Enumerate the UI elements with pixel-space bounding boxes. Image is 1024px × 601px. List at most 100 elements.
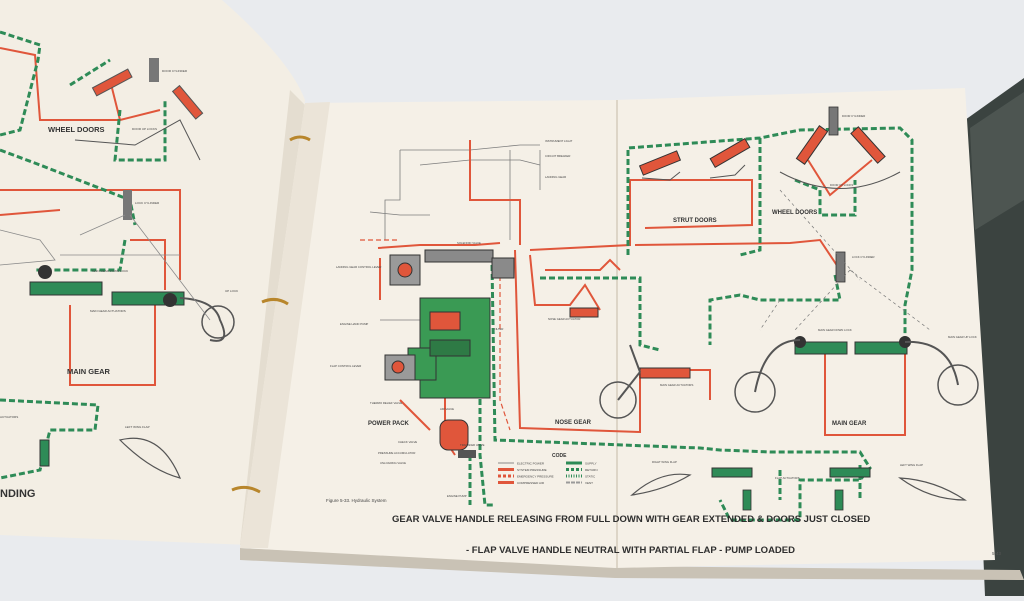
caption-line-1: GEAR VALVE HANDLE RELEASING FROM FULL DO… xyxy=(392,514,870,525)
emergency-pressure-lines xyxy=(360,239,511,431)
left-label-actuators: ACTUATORS xyxy=(0,415,18,419)
caption-line-2: - FLAP VALVE HANDLE NEUTRAL WITH PARTIAL… xyxy=(466,545,795,556)
main-gear-lock-cylinder xyxy=(835,251,846,283)
flap-actuator-shape xyxy=(39,439,50,467)
label-strut-doors: STRUT DOORS xyxy=(673,218,717,224)
left-label-main-gear-actuators: MAIN GEAR ACTUATORS xyxy=(90,309,126,313)
gear-strut xyxy=(179,297,226,342)
left-wing-flap-shape xyxy=(898,477,967,501)
strut-door-cylinder-left xyxy=(638,150,682,176)
flap-valve-housing xyxy=(384,354,416,381)
label-engine-hand-pump: ENGINE HAND PUMP xyxy=(340,322,368,326)
left-label-wheel-doors: WHEEL DOORS xyxy=(48,125,105,134)
left-label-up-lock: UP LOCK xyxy=(225,289,238,293)
label-engine-pump: ENGINE PUMP xyxy=(447,494,467,498)
nose-strut xyxy=(617,344,641,401)
main-gear-actuator-right xyxy=(854,341,908,355)
main-wheel-right xyxy=(937,364,979,406)
left-page xyxy=(0,0,305,545)
left-wing-flap-shape xyxy=(118,437,182,479)
label-circuit-breaker: CIRCUIT BREAKER xyxy=(545,154,570,158)
pressure-accumulator-shape xyxy=(439,419,469,451)
gear-valve-rotor xyxy=(397,262,413,278)
code-legend-entries: ELECTRIC POWER SYSTEM PRESSURE EMERGENCY P… xyxy=(498,461,598,485)
lock-cylinder-shape xyxy=(123,190,132,220)
right-main-gear-assembly xyxy=(734,189,979,413)
label-door-up-locks: DOOR UP LOCKS xyxy=(830,183,853,187)
legend-label: SYSTEM PRESSURE xyxy=(517,468,547,472)
left-door-cylinders xyxy=(91,58,204,220)
component-labels: DOOR CYLINDER DOOR UP LOCKS LOCK CYLINDE… xyxy=(330,114,977,498)
left-electric-lines xyxy=(0,214,211,321)
door-cylinder-shape xyxy=(171,84,204,120)
code-legend-title: CODE xyxy=(552,453,567,459)
return-lines xyxy=(468,126,914,522)
page-edge-stack xyxy=(240,548,1024,580)
label-landing-gear-control-lever: LANDING GEAR CONTROL LEVER xyxy=(336,265,381,269)
door-cylinder-shape xyxy=(91,68,133,97)
label-pressure-accumulator: PRESSURE ACCUMULATOR xyxy=(378,451,415,455)
down-lock-left xyxy=(794,336,806,348)
label-flap-control-lever: FLAP CONTROL LEVER xyxy=(330,364,361,368)
left-return-lines xyxy=(0,30,167,480)
binder-rings xyxy=(231,135,311,494)
left-main-gear-actuators xyxy=(29,265,235,342)
door-actuators xyxy=(638,106,886,283)
legend-label: EMERGENCY PRESSURE xyxy=(517,475,554,479)
label-left-wing-flap: LEFT WING FLAP xyxy=(900,463,923,467)
left-label-main-gear: MAIN GEAR xyxy=(67,367,111,376)
binder-ring-bottom xyxy=(231,485,261,494)
label-main-gear-down-lock: MAIN GEAR DOWN LOCK xyxy=(818,328,852,332)
power-pack-valve xyxy=(429,339,471,357)
legend-label: VENT xyxy=(585,481,593,485)
solenoid-valve-shape xyxy=(491,257,515,279)
label-nose-gear: NOSE GEAR xyxy=(555,420,592,426)
left-label-door-up-locks: DOOR UP LOCKS xyxy=(132,127,157,131)
label-power-pack: POWER PACK xyxy=(368,421,410,427)
binder-ring-middle xyxy=(261,297,289,306)
legend-label: STATIC xyxy=(585,475,596,479)
label-check-valve: CHECK VALVE xyxy=(398,440,417,444)
label-landing-gear: LANDING GEAR xyxy=(545,175,566,179)
flap-actuator-vert xyxy=(742,489,752,511)
left-label-main-gear-down-lock: MAIN GEAR DOWN LOCK xyxy=(92,269,128,273)
flap-valve-rotor xyxy=(391,360,405,374)
label-flap-actuators: FLAP ACTUATORS xyxy=(775,476,800,480)
label-filter: FILTER xyxy=(494,327,503,331)
code-legend: CODE ELECTRIC POWER SYSTEM PRESSURE EMERGE… xyxy=(498,453,598,485)
flap-assembly xyxy=(630,467,967,511)
binder-cover-highlight xyxy=(970,92,1024,230)
nose-gear-up-lock-shape xyxy=(569,307,599,318)
linkage-lines xyxy=(759,189,931,331)
actuator-shape xyxy=(29,281,103,296)
label-air-valve: AIR VALVE xyxy=(440,407,454,411)
power-pack xyxy=(384,249,515,458)
label-instrument-light: INSTRUMENT LIGHT xyxy=(545,139,573,143)
wheel-shape xyxy=(201,305,235,339)
power-pack-valve xyxy=(429,311,461,331)
label-transfer-valve: TRANSFER VALVE xyxy=(460,443,485,447)
legend-label: COMPRESSED AIR xyxy=(517,481,545,485)
label-solenoid-valve: SOLENOID VALVE xyxy=(457,241,481,245)
legend-label: SUPPLY xyxy=(585,462,597,466)
legend-label: ELECTRIC POWER xyxy=(517,462,545,466)
label-unloading-valve: UNLOADING VALVE xyxy=(380,461,406,465)
door-outlines xyxy=(641,164,901,189)
wheel-door-outline xyxy=(74,119,201,161)
label-lock-cylinder: LOCK CYLINDER xyxy=(852,255,875,259)
gear-lock-shape xyxy=(38,265,52,279)
nose-gear-assembly xyxy=(569,307,691,419)
label-wheel-doors: WHEEL DOORS xyxy=(772,210,817,216)
main-struts xyxy=(754,339,959,393)
left-page-diagram: WHEEL DOORS MAIN GEAR NDING DOOR CYLINDE… xyxy=(0,30,238,500)
gear-lock-shape xyxy=(163,293,177,307)
legend-label: RETURN xyxy=(585,468,598,472)
strut-door-cylinder-right xyxy=(709,137,751,169)
left-label-lock-cylinder: LOCK CYLINDER xyxy=(135,201,160,205)
engine-pump-shape xyxy=(458,450,476,458)
right-page-diagram: CODE ELECTRIC POWER SYSTEM PRESSURE EMERGE… xyxy=(326,106,1002,556)
lock-cylinder-shape xyxy=(149,58,159,82)
nose-gear-actuator-shape xyxy=(639,367,691,379)
